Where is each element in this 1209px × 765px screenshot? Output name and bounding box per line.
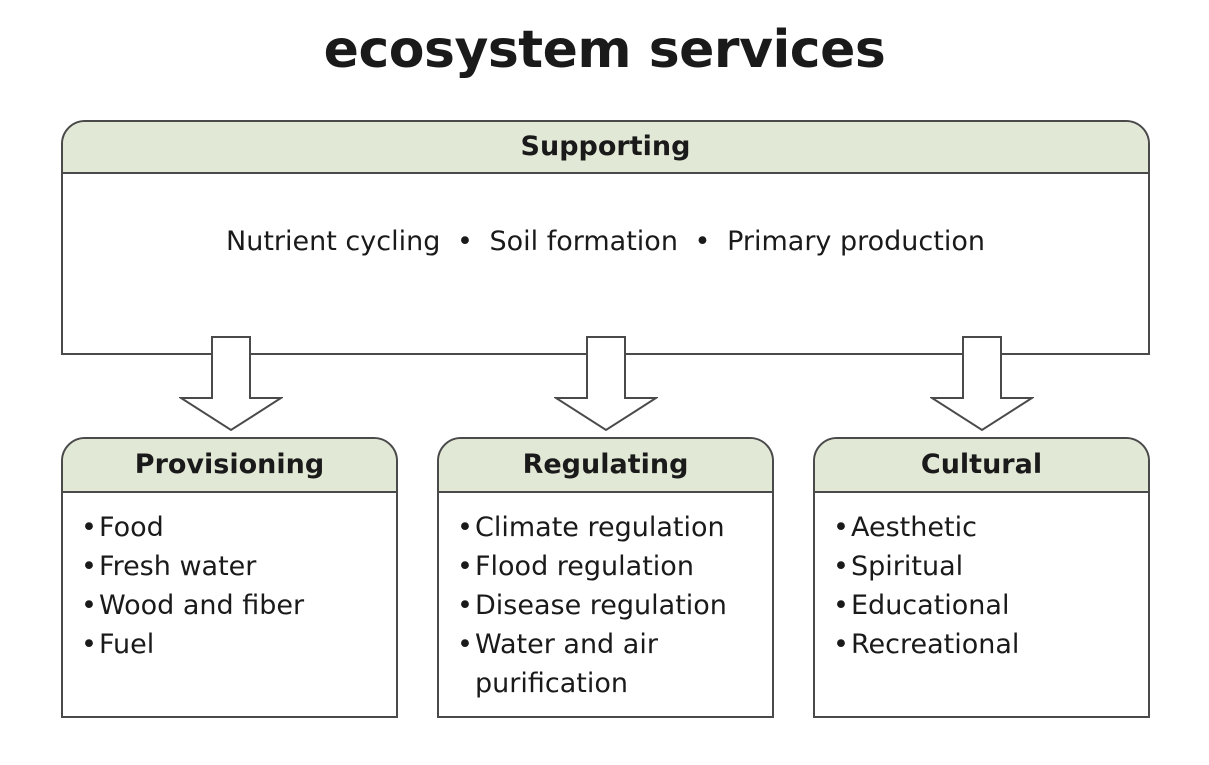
provisioning-list: Food Fresh water Wood and fiber Fuel xyxy=(63,493,396,664)
list-item: Disease regulation xyxy=(457,586,772,625)
list-item: Spiritual xyxy=(833,547,1148,586)
list-item: Climate regulation xyxy=(457,508,772,547)
supporting-header: Supporting xyxy=(63,122,1148,174)
list-item: Aesthetic xyxy=(833,508,1148,547)
regulating-box: Regulating Climate regulation Flood regu… xyxy=(437,437,774,718)
cultural-header: Cultural xyxy=(815,439,1148,493)
list-item: Wood and fiber xyxy=(81,586,396,625)
down-arrow-icon xyxy=(179,336,283,432)
down-arrow-icon xyxy=(930,336,1034,432)
bullet-separator: • xyxy=(694,226,711,257)
page-title: ecosystem services xyxy=(323,20,886,80)
provisioning-header: Provisioning xyxy=(63,439,396,493)
list-item: Water and air purification xyxy=(457,625,725,703)
supporting-item: Nutrient cycling xyxy=(226,226,441,257)
list-item: Recreational xyxy=(833,625,1148,664)
supporting-items: Nutrient cycling • Soil formation • Prim… xyxy=(63,224,1148,260)
list-item: Fresh water xyxy=(81,547,396,586)
bullet-separator: • xyxy=(456,226,473,257)
list-item: Fuel xyxy=(81,625,396,664)
supporting-item: Soil formation xyxy=(489,226,678,257)
cultural-box: Cultural Aesthetic Spiritual Educational… xyxy=(813,437,1150,718)
list-item: Educational xyxy=(833,586,1148,625)
down-arrow-icon xyxy=(554,336,658,432)
regulating-list: Climate regulation Flood regulation Dise… xyxy=(439,493,772,703)
supporting-box: Supporting Nutrient cycling • Soil forma… xyxy=(61,120,1150,355)
list-item: Flood regulation xyxy=(457,547,772,586)
list-item: Food xyxy=(81,508,396,547)
provisioning-box: Provisioning Food Fresh water Wood and f… xyxy=(61,437,398,718)
cultural-list: Aesthetic Spiritual Educational Recreati… xyxy=(815,493,1148,664)
regulating-header: Regulating xyxy=(439,439,772,493)
supporting-item: Primary production xyxy=(727,226,985,257)
